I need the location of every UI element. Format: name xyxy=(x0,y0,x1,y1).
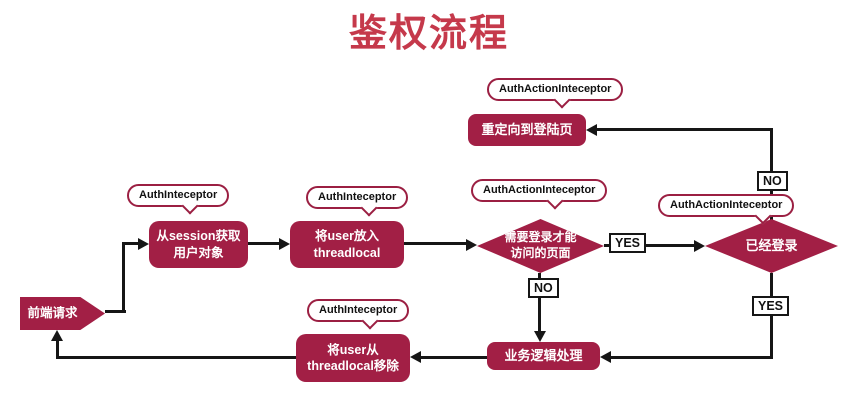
callout-threadlocal-interceptor-label: AuthInteceptor xyxy=(318,191,397,203)
edge-frontend-to-session-seg2 xyxy=(122,242,125,313)
callout-logged-in-interceptor: AuthActionInteceptor xyxy=(658,194,795,225)
arrowhead-into-redirect-icon xyxy=(586,124,597,136)
edge-needs-login-no xyxy=(538,273,541,332)
node-already-logged-in-decision-label: 已经登录 xyxy=(745,237,798,253)
callout-needs-login-interceptor: AuthActionInteceptor xyxy=(471,179,608,210)
node-remove-user-threadlocal: 将user从 threadlocal移除 xyxy=(296,334,410,382)
edge-logged-in-yes-seg1 xyxy=(770,273,773,359)
node-get-user-from-session-label: 从session获取 用户对象 xyxy=(156,229,241,260)
arrowhead-into-frontend-icon xyxy=(51,330,63,341)
node-business-logic: 业务逻辑处理 xyxy=(487,342,600,370)
callout-needs-login-interceptor-label: AuthActionInteceptor xyxy=(483,184,596,196)
callout-session-interceptor-label: AuthInteceptor xyxy=(139,189,218,201)
arrowhead-into-session-node-icon xyxy=(138,238,149,250)
node-frontend-request: 前端请求 xyxy=(20,297,105,330)
edge-label-needs-login-no: NO xyxy=(528,278,559,298)
node-get-user-from-session: 从session获取 用户对象 xyxy=(149,221,248,268)
node-put-user-threadlocal: 将user放入 threadlocal xyxy=(290,221,404,268)
edge-remove-to-frontend-seg2 xyxy=(56,340,59,357)
arrowhead-into-needs-login-icon xyxy=(466,239,477,251)
callout-remove-interceptor-label: AuthInteceptor xyxy=(319,304,398,316)
node-already-logged-in-decision: 已经登录 xyxy=(705,219,838,273)
node-remove-user-threadlocal-label: 将user从 threadlocal移除 xyxy=(307,342,399,373)
callout-redirect-interceptor-label: AuthActionInteceptor xyxy=(499,83,612,95)
page-title: 鉴权流程 xyxy=(348,13,509,55)
node-needs-login-decision: 需要登录才能 访问的页面 xyxy=(477,219,604,273)
edge-logged-in-no-seg2 xyxy=(596,128,773,131)
callout-remove-interceptor: AuthInteceptor xyxy=(307,299,410,330)
arrowhead-into-logged-in-icon xyxy=(694,240,705,252)
edge-logged-in-yes-seg2 xyxy=(610,356,773,359)
edge-label-logged-in-yes: YES xyxy=(752,296,790,316)
arrowhead-into-threadlocal-node-icon xyxy=(279,238,290,250)
node-redirect-login-page: 重定向到登陆页 xyxy=(468,114,586,146)
callout-logged-in-interceptor-label: AuthActionInteceptor xyxy=(670,199,783,211)
edge-needs-login-yes xyxy=(604,244,695,247)
node-business-logic-label: 业务逻辑处理 xyxy=(504,347,583,363)
edge-business-to-remove xyxy=(420,356,487,359)
edge-label-logged-in-no: NO xyxy=(757,171,788,191)
edge-frontend-to-session-seg1 xyxy=(105,310,126,313)
arrowhead-into-business-right-icon xyxy=(600,351,611,363)
arrowhead-into-business-top-icon xyxy=(534,331,546,342)
node-frontend-request-label: 前端请求 xyxy=(27,306,78,321)
node-needs-login-decision-label: 需要登录才能 访问的页面 xyxy=(504,230,577,260)
edge-label-needs-login-yes: YES xyxy=(609,233,647,253)
node-put-user-threadlocal-label: 将user放入 threadlocal xyxy=(313,229,381,260)
edge-threadlocal-to-needs-login xyxy=(404,242,466,245)
edge-frontend-to-session-seg3 xyxy=(125,242,139,245)
callout-threadlocal-interceptor: AuthInteceptor xyxy=(306,186,409,217)
edge-remove-to-frontend-seg1 xyxy=(56,356,296,359)
callout-session-interceptor: AuthInteceptor xyxy=(127,184,230,215)
callout-redirect-interceptor: AuthActionInteceptor xyxy=(487,78,624,109)
edge-session-to-threadlocal xyxy=(248,242,280,245)
arrowhead-into-remove-icon xyxy=(410,351,421,363)
node-redirect-login-page-label: 重定向到登陆页 xyxy=(481,121,573,137)
